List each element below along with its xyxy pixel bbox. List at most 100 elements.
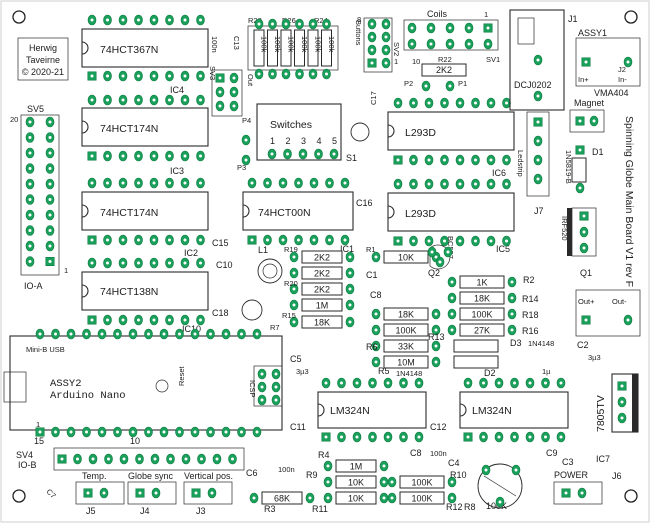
solder-pad (118, 177, 128, 189)
p1-label: P1 (458, 79, 467, 88)
solder-pad (455, 97, 465, 109)
solder-pad (525, 377, 535, 389)
solder-pad (197, 453, 206, 465)
chip-ic3: 74HCT174N IC3 (81, 107, 209, 176)
solder-pad (367, 58, 377, 68)
solder-pad (87, 235, 97, 245)
resistor-value: 1M (350, 462, 363, 472)
vertical-label: Vertical pos. (184, 471, 233, 481)
buttons-label: Buttons (354, 20, 363, 46)
solder-pad (371, 340, 381, 352)
solder-pad (25, 178, 35, 190)
solder-pad (281, 18, 291, 30)
solder-pad (191, 488, 201, 498)
solder-pad (483, 23, 493, 33)
solder-pad (575, 182, 585, 194)
r7-label: R7 (270, 323, 280, 332)
solder-pad (281, 68, 291, 80)
solder-pad (556, 431, 566, 443)
solder-pad (149, 150, 159, 162)
resistor: 10M (383, 355, 429, 369)
c15-label: C15 (212, 238, 229, 248)
solder-pad (617, 412, 627, 424)
c1-label: C1 (366, 270, 378, 280)
solder-pad (481, 464, 491, 476)
magnet-label: Magnet (574, 98, 605, 108)
solder-pad (414, 431, 424, 443)
solder-pad (175, 426, 184, 438)
mounting-hole (12, 10, 26, 24)
ic1-part: 74HCT00N (258, 207, 311, 219)
solder-pad (409, 235, 418, 247)
solder-pad (149, 257, 159, 269)
solder-pad (45, 178, 55, 190)
solder-pad (352, 431, 362, 443)
sv2-pin: 1 (394, 57, 398, 66)
network-resistor-body (321, 29, 332, 67)
solder-pad (118, 94, 128, 106)
sv2-label: SV2 (392, 42, 401, 56)
header-coils: Coils 1 10 (403, 9, 499, 66)
c2-label: C2 (577, 340, 589, 350)
solder-pad (340, 234, 350, 246)
solder-pad (165, 234, 174, 246)
solder-pad (579, 226, 589, 238)
sv5-pin1: 1 (64, 266, 68, 275)
solder-pad (35, 328, 45, 340)
solder-pad (424, 178, 434, 190)
solder-pad (118, 257, 128, 269)
solder-pad (267, 148, 277, 160)
solder-pad (345, 251, 355, 263)
solder-pad (295, 68, 304, 80)
r6-label: R6 (366, 342, 378, 352)
solder-pad (345, 299, 355, 311)
network-resistor-value: 100k (327, 36, 336, 53)
solder-pad (254, 18, 264, 30)
solder-pad (51, 328, 60, 340)
resistor: 68K (261, 491, 303, 505)
solder-pad (471, 97, 480, 109)
solder-pad (295, 18, 304, 30)
solder-pad (502, 178, 511, 190)
solder-pad (134, 94, 143, 106)
trimmer-value: 100K (486, 501, 507, 511)
solder-pad (393, 155, 403, 165)
solder-pad (623, 56, 633, 68)
solder-pad (447, 492, 457, 504)
j4-label: J4 (140, 506, 150, 516)
c4-label: C4 (448, 458, 460, 468)
solder-pad (180, 234, 190, 246)
solder-pad (252, 426, 262, 438)
solder-pad (367, 44, 377, 56)
solder-pad (507, 308, 517, 320)
solder-pad (215, 73, 225, 83)
solder-pad (180, 14, 190, 26)
solder-pad (149, 14, 159, 26)
solder-pad (447, 276, 457, 288)
solder-pad (510, 431, 519, 443)
r10-label: R10 (450, 470, 467, 480)
solder-pad (25, 240, 35, 252)
out-minus: Out- (612, 297, 627, 306)
solder-pad (165, 14, 174, 26)
solder-pad (149, 94, 159, 106)
r2-label: R2 (523, 275, 535, 285)
solder-pad (431, 356, 441, 368)
r14-label: R14 (522, 294, 539, 304)
solder-pad (215, 100, 225, 112)
solder-pad (271, 381, 281, 393)
d1-part: 1N5819-B (564, 150, 573, 184)
resistor-r22: R22 2K2 P2 P1 (404, 55, 467, 88)
resistor-labels: R19 R20 R7 R15 R1 R2 R14 R18 R16 R13 R6 … (264, 245, 539, 514)
solder-pad (196, 70, 205, 82)
solder-pad (463, 432, 473, 442)
solder-pad (323, 476, 333, 488)
solder-pad (337, 377, 346, 389)
solder-pad (440, 154, 449, 166)
solder-pad (254, 68, 264, 80)
diodes-d2-d3: D3 1N4148 D2 1N4148 (396, 338, 554, 378)
connector-ledstrip: Ledstrip J7 (516, 111, 550, 216)
r12-label: R12 (446, 502, 463, 512)
solder-pad (87, 71, 97, 81)
solder-pad (321, 432, 331, 442)
